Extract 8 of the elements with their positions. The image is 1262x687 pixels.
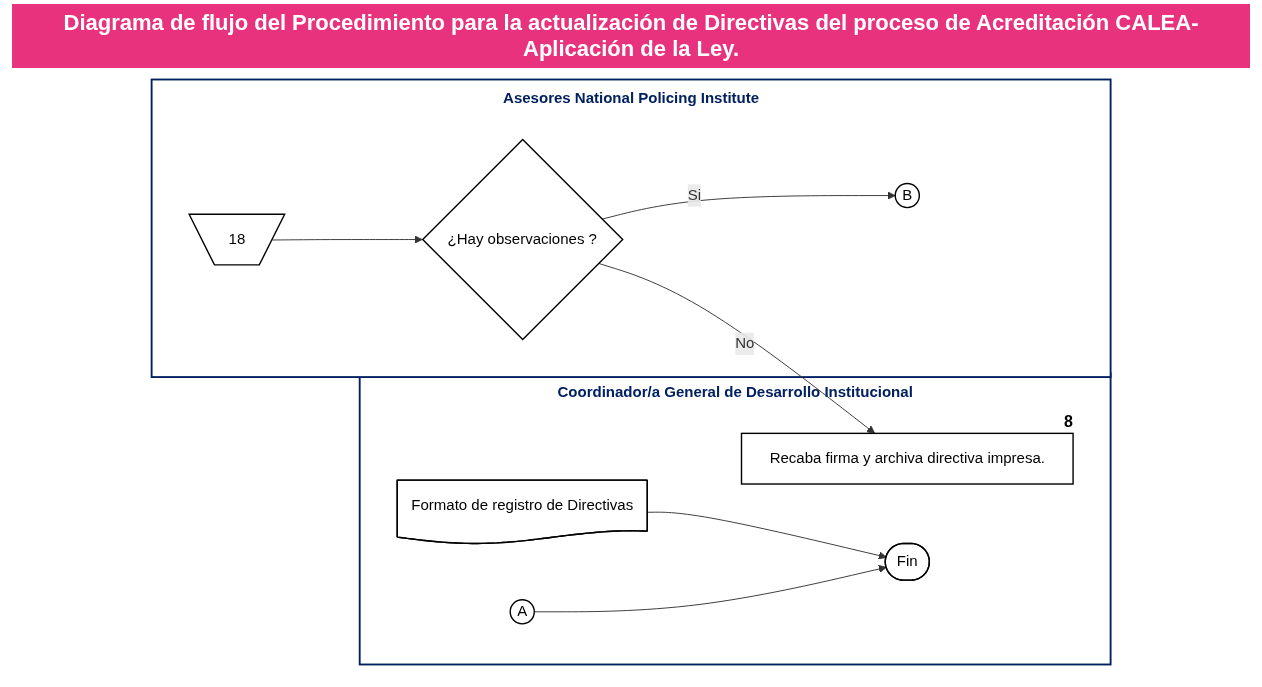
title-banner: Diagrama de flujo del Procedimiento para la actualización de Directivas del proceso de Acreditación CALEA-Aplicación de la Ley. [12,4,1250,68]
edge-label: No [735,335,755,352]
node-diamond: ¿Hay observaciones ? [421,138,624,341]
node-circle: A [509,599,535,625]
edge-label: Si [687,187,701,204]
node-box: Recaba firma y archiva directiva impresa. [740,432,1074,485]
node-circle: B [894,182,920,209]
step-number: 8 [1063,413,1073,432]
